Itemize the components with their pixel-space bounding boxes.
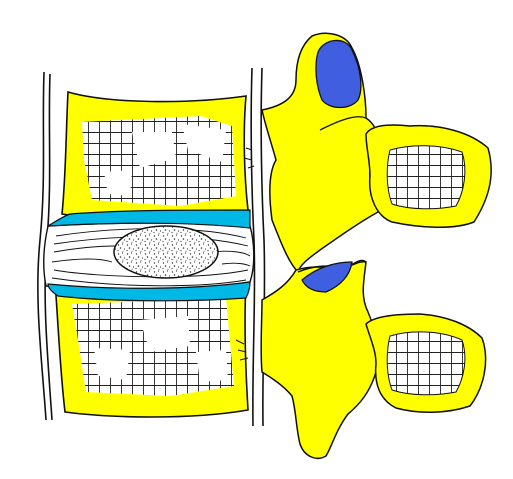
intervertebral-disc	[43, 209, 255, 302]
upper-endplate	[47, 209, 251, 229]
nucleus-pulposus	[113, 225, 219, 279]
upper-vertebral-body	[61, 90, 249, 221]
joint-caps	[301, 39, 362, 293]
lower-endplate	[47, 281, 251, 302]
upper-cancellous-lattice	[82, 116, 236, 206]
upper-joint-cap	[315, 39, 362, 109]
upper-joint-line	[319, 116, 367, 131]
lower-vertebral-body	[54, 281, 249, 418]
lower-joint-cap	[301, 261, 353, 293]
lower-cancellous-lattice	[72, 298, 234, 396]
transverse-lattice	[386, 145, 466, 396]
posterior-elements	[260, 32, 492, 460]
osteophyte-marks	[235, 147, 255, 361]
